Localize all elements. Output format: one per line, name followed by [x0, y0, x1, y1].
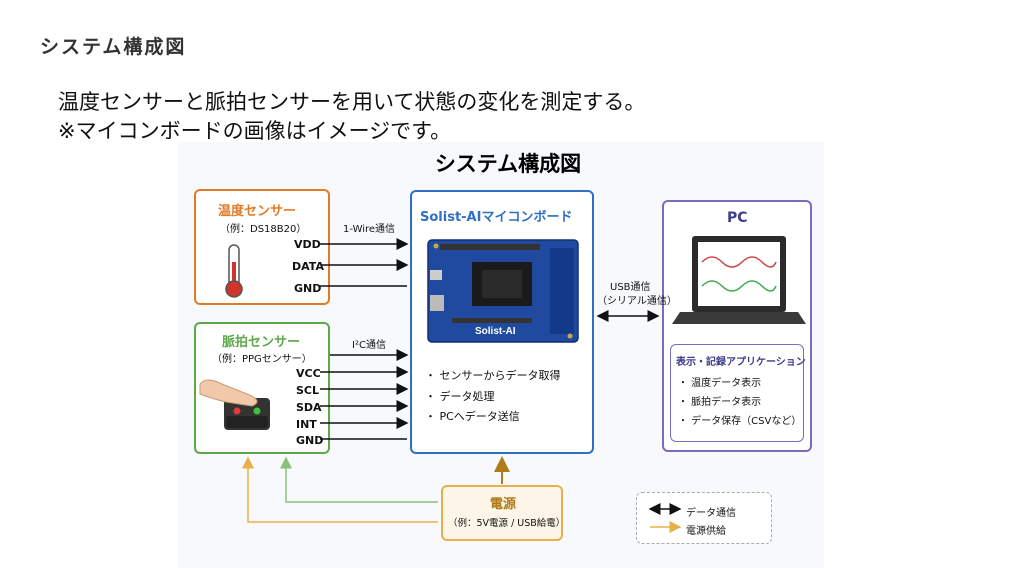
board-image: Solist-AI [427, 239, 579, 343]
description-line-1: 温度センサーと脈拍センサーを用いて状態の変化を測定する。 [58, 90, 646, 114]
app-item-1: ・ 温度データ表示 [678, 378, 762, 389]
power-line-temp [242, 456, 438, 523]
usb-label-1: USB通信 [610, 282, 651, 293]
pc-title: PC [727, 210, 748, 226]
app-title: 表示・記録アプリケーション [676, 357, 806, 368]
pulse-sensor-title: 脈拍センサー [222, 335, 301, 350]
legend-box [636, 492, 772, 544]
i2c-label: I²C通信 [352, 340, 386, 351]
power-title: 電源 [490, 497, 517, 512]
temp-sensor-box [194, 189, 330, 305]
board-chip-label: Solist-AI [475, 326, 516, 337]
app-item-2: ・ 脈拍データ表示 [678, 397, 762, 408]
power-line-pulse [280, 456, 438, 503]
pulse-pin-vcc: VCC [296, 367, 321, 380]
laptop-icon [672, 236, 806, 324]
thermometer-icon [225, 244, 243, 298]
slide-title: システム構成図 [40, 36, 187, 58]
temp-sensor-title: 温度センサー [218, 204, 297, 219]
board-title: Solist-AIマイコンボード [420, 210, 573, 225]
onewire-label: 1-Wire通信 [343, 224, 396, 235]
board-function-3: ・ PCへデータ送信 [425, 410, 520, 423]
pulse-pin-scl: SCL [296, 384, 320, 397]
legend-power-label: 電源供給 [686, 526, 726, 537]
board-function-1: ・ センサーからデータ取得 [425, 369, 561, 382]
finger-sensor-icon [199, 379, 270, 430]
board-function-2: ・ データ処理 [425, 390, 495, 403]
power-box [441, 485, 563, 541]
usb-label-2: （シリアル通信） [597, 296, 677, 307]
pulse-pin-int: INT [296, 418, 317, 431]
legend-data-label: データ通信 [686, 508, 736, 519]
description-line-2: ※マイコンボードの画像はイメージです。 [58, 119, 452, 143]
temp-sensor-model: （例：DS18B20） [220, 224, 307, 235]
pulse-pin-gnd: GND [296, 434, 324, 447]
temp-pin-gnd: GND [294, 282, 322, 295]
app-item-3: ・ データ保存（CSVなど） [678, 416, 802, 427]
pulse-sensor-model: （例：PPGセンサー） [212, 354, 312, 365]
pulse-pin-sda: SDA [296, 401, 322, 414]
temp-pin-vdd: VDD [294, 238, 321, 251]
temp-pin-data: DATA [292, 260, 324, 273]
app-box [670, 344, 804, 442]
figure-title: システム構成図 [434, 152, 582, 176]
power-detail: （例：5V電源 / USB給電） [448, 518, 566, 529]
